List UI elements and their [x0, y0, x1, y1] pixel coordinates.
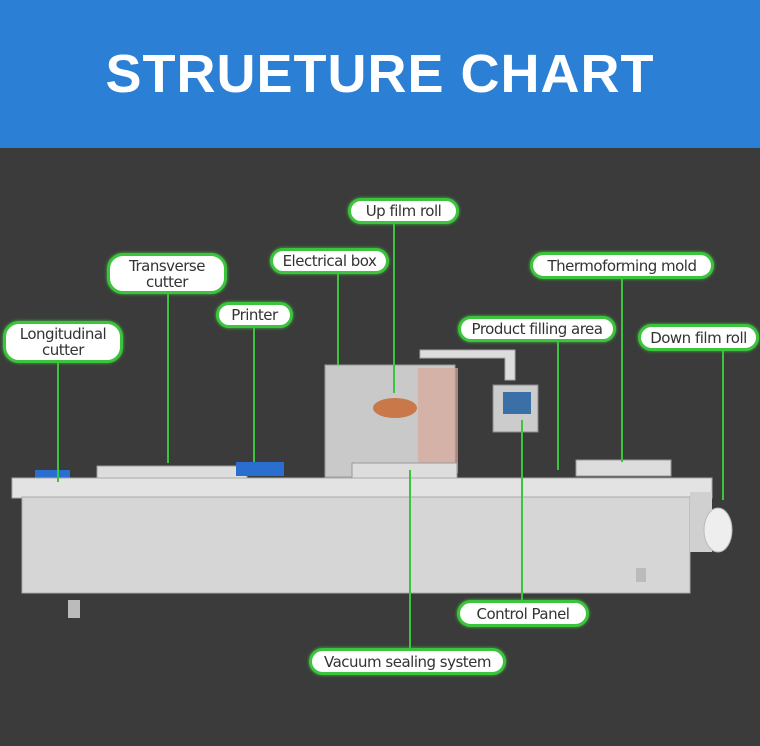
leader-line: [57, 362, 59, 482]
label-thermoforming-mold: Thermoforming mold: [530, 252, 714, 279]
page-title: STRUETURE CHART: [105, 44, 655, 104]
label-up-film-roll: Up film roll: [348, 198, 459, 224]
label-transverse-cutter: Transverse cutter: [107, 253, 227, 294]
label-longitudinal-cutter: Longitudinal cutter: [3, 321, 123, 363]
leader-line: [521, 420, 523, 600]
leader-line: [409, 470, 411, 648]
leader-line: [337, 273, 339, 365]
leader-line: [722, 350, 724, 500]
label-product-filling-area: Product filling area: [458, 316, 616, 342]
header-banner: STRUETURE CHART: [0, 0, 760, 148]
leader-line: [393, 223, 395, 393]
label-control-panel: Control Panel: [457, 600, 589, 627]
leader-line: [167, 293, 169, 463]
leader-line: [253, 327, 255, 462]
leader-line: [621, 278, 623, 462]
label-down-film-roll: Down film roll: [638, 324, 759, 351]
label-electrical-box: Electrical box: [270, 248, 389, 274]
label-vacuum-sealing-system: Vacuum sealing system: [309, 648, 506, 675]
leader-line: [557, 341, 559, 470]
label-printer: Printer: [216, 302, 293, 328]
